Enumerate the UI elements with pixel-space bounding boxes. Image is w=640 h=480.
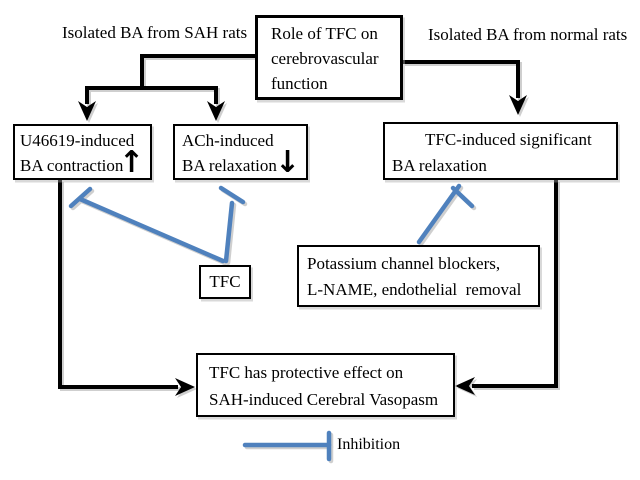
conclusion-box-line2: SAH-induced Cerebral Vasopasm [209, 390, 439, 409]
blockers-inhibit-tfc-relaxation-line [416, 183, 462, 245]
conclusion-box-line1: TFC has protective effect on [209, 363, 404, 382]
contraction-box: U46619-induced BA contraction ↑ [13, 124, 152, 180]
contraction-to-conclusion-line [58, 180, 178, 389]
right-branch-label: Isolated BA from normal rats [428, 25, 628, 44]
blockers-box: Potassium channel blockers, L-NAME, endo… [297, 245, 540, 307]
blockers-inhibit-tfc-relaxation-cap [450, 185, 475, 209]
inhibition-connectors [68, 183, 475, 462]
contraction-box-line1: U46619-induced [20, 131, 135, 150]
tfc-box-label: TFC [209, 272, 241, 291]
tfc-box: TFC [199, 265, 251, 299]
root-box: Role of TFC on cerebrovascular function [255, 15, 403, 100]
conclusion-box: TFC has protective effect on SAH-induced… [196, 353, 455, 417]
blockers-box-line2: L-NAME, endothelial removal [307, 280, 522, 299]
relaxation-box: ACh-induced BA relaxation ↓ [173, 124, 308, 180]
arrow-to-relaxation-head [207, 101, 225, 121]
root-box-line2: cerebrovascular [271, 49, 379, 68]
tfc-relaxation-box-line2: BA relaxation [392, 156, 487, 175]
tfc-relaxation-box: TFC-induced significant BA relaxation [383, 122, 618, 180]
tfc-inhibits-relaxation-line [223, 200, 235, 264]
root-to-right-branch-line [403, 60, 520, 98]
relaxation-box-line1: ACh-induced [182, 131, 274, 150]
contraction-box-line2: BA contraction [20, 156, 124, 175]
down-arrow-icon: ↓ [274, 145, 300, 180]
root-box-line3: function [271, 74, 328, 93]
tfc-relaxation-box-line1: TFC-induced significant [425, 130, 592, 149]
tfc-inhibits-contraction-line [77, 196, 226, 264]
tfc-inhibits-relaxation-cap [218, 185, 246, 205]
conclusion-left-arrowhead [175, 378, 195, 396]
blockers-box-line1: Potassium channel blockers, [307, 254, 501, 273]
relaxation-box-line2: BA relaxation [182, 156, 277, 175]
conclusion-right-arrowhead [455, 377, 475, 395]
left-branch-label: Isolated BA from SAH rats [62, 23, 248, 42]
root-box-line1: Role of TFC on [271, 24, 378, 43]
tfc-inhibits-contraction-cap [68, 186, 93, 209]
black-arrow-connectors [58, 54, 558, 396]
legend-inhibition-label: Inhibition [337, 436, 401, 453]
arrow-to-contraction-head [78, 101, 96, 121]
root-to-left-branch-line [140, 54, 255, 88]
tfc-relaxation-to-conclusion-line [472, 180, 558, 388]
up-arrow-icon: ↑ [118, 145, 144, 180]
arrow-to-tfc-relaxation-head [509, 95, 527, 115]
